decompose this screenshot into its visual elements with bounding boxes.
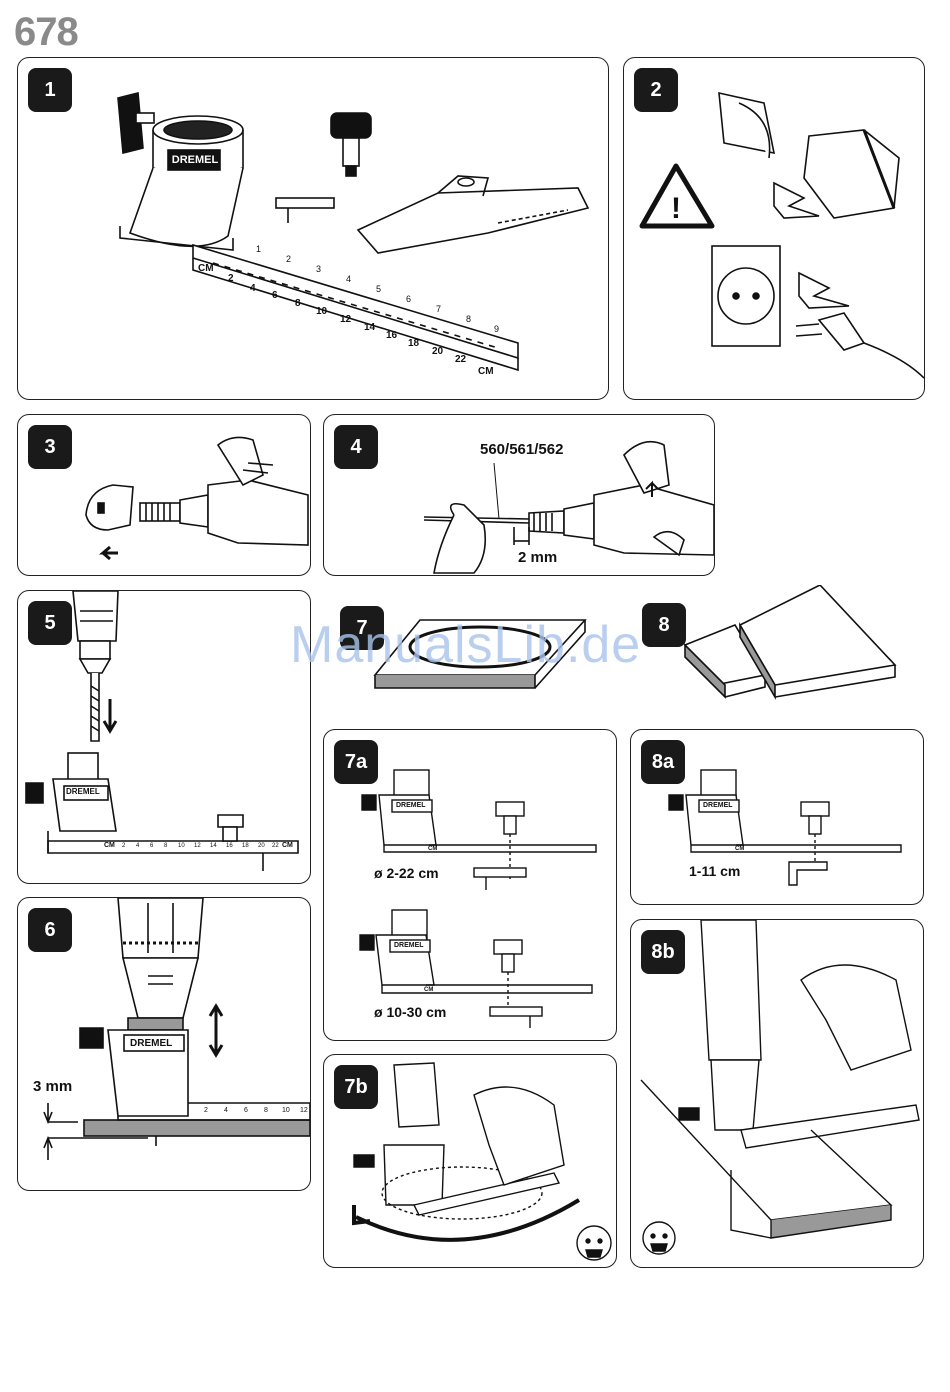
scale-label: 22 <box>272 843 279 849</box>
brand-label: DREMEL <box>396 802 426 809</box>
scale-bottom-label: 12 <box>340 314 351 325</box>
scale-top-label: 9 <box>494 324 499 334</box>
scale-label: 8 <box>164 843 167 849</box>
scale-label: 18 <box>242 843 249 849</box>
scale-unit-right: CM <box>478 366 494 377</box>
panel-1: 1 DREMEL CM CM 2 4 6 8 10 <box>17 57 609 400</box>
panel-7a: 7a DREMEL DREMEL CM CM ø 2-22 cm <box>323 729 617 1041</box>
scale-top-label: 7 <box>436 304 441 314</box>
scale-label: 4 <box>136 843 139 849</box>
scale-label: 2 <box>204 1107 208 1114</box>
scale-label: 4 <box>224 1107 228 1114</box>
brand-label: DREMEL <box>394 942 424 949</box>
circle-cut-board-illustration <box>320 590 620 702</box>
scale-unit-left: CM <box>104 842 115 849</box>
scale-top-label: 5 <box>376 284 381 294</box>
panel-7: 7 <box>320 590 620 702</box>
scale-bottom-label: 8 <box>295 298 301 309</box>
circle-cutter-attachment-illustration <box>18 58 608 399</box>
scale-label: 6 <box>150 843 153 849</box>
scale-top-label: 4 <box>346 274 351 284</box>
scale-bottom-label: 18 <box>408 338 419 349</box>
panel-4: 4 560/561/562 2 mm <box>323 414 715 576</box>
straight-cut-board-illustration <box>640 585 930 705</box>
scale-label: 10 <box>282 1107 290 1114</box>
panel-7b: 7b <box>323 1054 617 1268</box>
scale-unit: CM <box>424 987 433 993</box>
panel-5: 5 DREMEL CM CM 2 4 6 8 10 12 14 16 18 20… <box>17 590 311 884</box>
svg-text:!: ! <box>671 192 681 225</box>
brand-label: DREMEL <box>66 787 100 796</box>
scale-bottom-label: 14 <box>364 322 375 333</box>
range-label: 1-11 cm <box>689 863 740 879</box>
model-number: 678 <box>14 10 78 55</box>
scale-bottom-label: 2 <box>228 273 234 284</box>
panel-2: 2 ! <box>623 57 925 400</box>
scale-label: 10 <box>178 843 185 849</box>
range-label-small: ø 2-22 cm <box>374 865 439 881</box>
brand-label: DREMEL <box>170 154 220 166</box>
panel-3: 3 <box>17 414 311 576</box>
scale-bottom-label: 4 <box>250 283 256 294</box>
panel-6: 6 DREMEL 3 mm 2 4 6 8 10 12 <box>17 897 311 1191</box>
scale-bottom-label: 6 <box>272 290 278 301</box>
circle-cutting-operation-illustration <box>324 1055 616 1267</box>
panel-8a: 8a DREMEL CM 1-11 cm <box>630 729 924 905</box>
radius-setting-illustration <box>324 730 616 1040</box>
scale-label: 20 <box>258 843 265 849</box>
scale-bottom-label: 16 <box>386 330 397 341</box>
brand-label: DREMEL <box>130 1038 172 1049</box>
scale-top-label: 6 <box>406 294 411 304</box>
drill-pivot-hole-illustration <box>18 591 310 883</box>
panel-8: 8 <box>640 585 930 705</box>
scale-label: 6 <box>244 1107 248 1114</box>
scale-label: 2 <box>122 843 125 849</box>
scale-bottom-label: 10 <box>316 306 327 317</box>
edge-guide-setting-illustration <box>631 730 923 904</box>
depth-label: 3 mm <box>33 1078 72 1095</box>
scale-unit-left: CM <box>198 263 214 274</box>
shank-size-label: 2 mm <box>518 549 557 566</box>
scale-label: 16 <box>226 843 233 849</box>
scale-top-label: 3 <box>316 264 321 274</box>
brand-label: DREMEL <box>703 802 733 809</box>
scale-label: 12 <box>194 843 201 849</box>
unplug-tool-illustration: ! <box>624 58 924 399</box>
scale-unit: CM <box>735 846 744 852</box>
bit-models-label: 560/561/562 <box>480 441 563 458</box>
straight-cutting-operation-illustration <box>631 920 923 1267</box>
scale-label: 12 <box>300 1107 308 1114</box>
scale-unit-right: CM <box>282 842 293 849</box>
panel-8b: 8b <box>630 919 924 1268</box>
remove-collet-nut-illustration <box>18 415 310 575</box>
scale-top-label: 8 <box>466 314 471 324</box>
scale-bottom-label: 20 <box>432 346 443 357</box>
scale-unit: CM <box>428 846 437 852</box>
scale-top-label: 1 <box>256 244 261 254</box>
scale-label: 8 <box>264 1107 268 1114</box>
scale-top-label: 2 <box>286 254 291 264</box>
scale-label: 14 <box>210 843 217 849</box>
scale-bottom-label: 22 <box>455 354 466 365</box>
range-label-large: ø 10-30 cm <box>374 1004 446 1020</box>
